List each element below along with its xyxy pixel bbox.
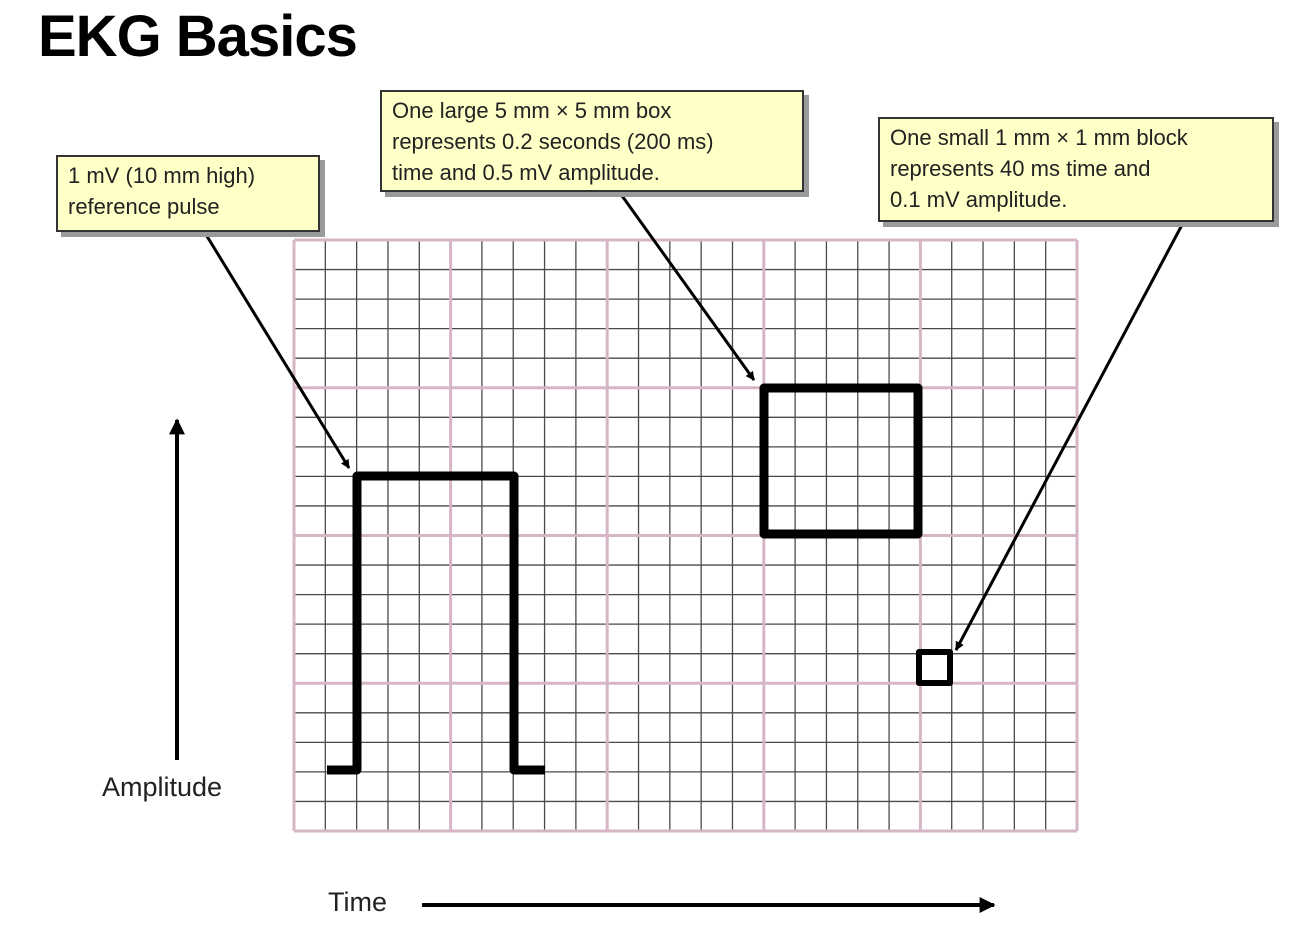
small-block-callout: One small 1 mm × 1 mm block represents 4…: [878, 117, 1274, 222]
amplitude-label: Amplitude: [102, 772, 223, 802]
page-title: EKG Basics: [38, 4, 358, 69]
large-box-callout-line-3: time and 0.5 mV amplitude.: [392, 160, 660, 185]
ekg-grid-paper: [292, 238, 1079, 833]
time-label: Time: [328, 887, 387, 917]
reference-pulse-callout-line-2: reference pulse: [68, 194, 220, 219]
large-box-highlight: [759, 383, 923, 539]
small-block-pointer: [954, 222, 1185, 651]
large-box-callout: One large 5 mm × 5 mm box represents 0.2…: [380, 90, 804, 192]
reference-pulse: [327, 471, 545, 775]
reference-pulse-callout-line-1: 1 mV (10 mm high): [68, 163, 256, 188]
small-block-callout-line-2: represents 40 ms time and: [890, 156, 1151, 181]
small-block-highlight: [916, 649, 953, 686]
large-box-callout-line-1: One large 5 mm × 5 mm box: [392, 98, 672, 123]
large-box-pointer: [618, 192, 756, 381]
reference-pulse-pointer: [203, 232, 351, 469]
large-box-callout-line-2: represents 0.2 seconds (200 ms): [392, 129, 714, 154]
small-block-callout-line-1: One small 1 mm × 1 mm block: [890, 125, 1188, 150]
small-block-callout-line-3: 0.1 mV amplitude.: [890, 187, 1068, 212]
reference-pulse-callout: 1 mV (10 mm high) reference pulse: [56, 155, 320, 232]
